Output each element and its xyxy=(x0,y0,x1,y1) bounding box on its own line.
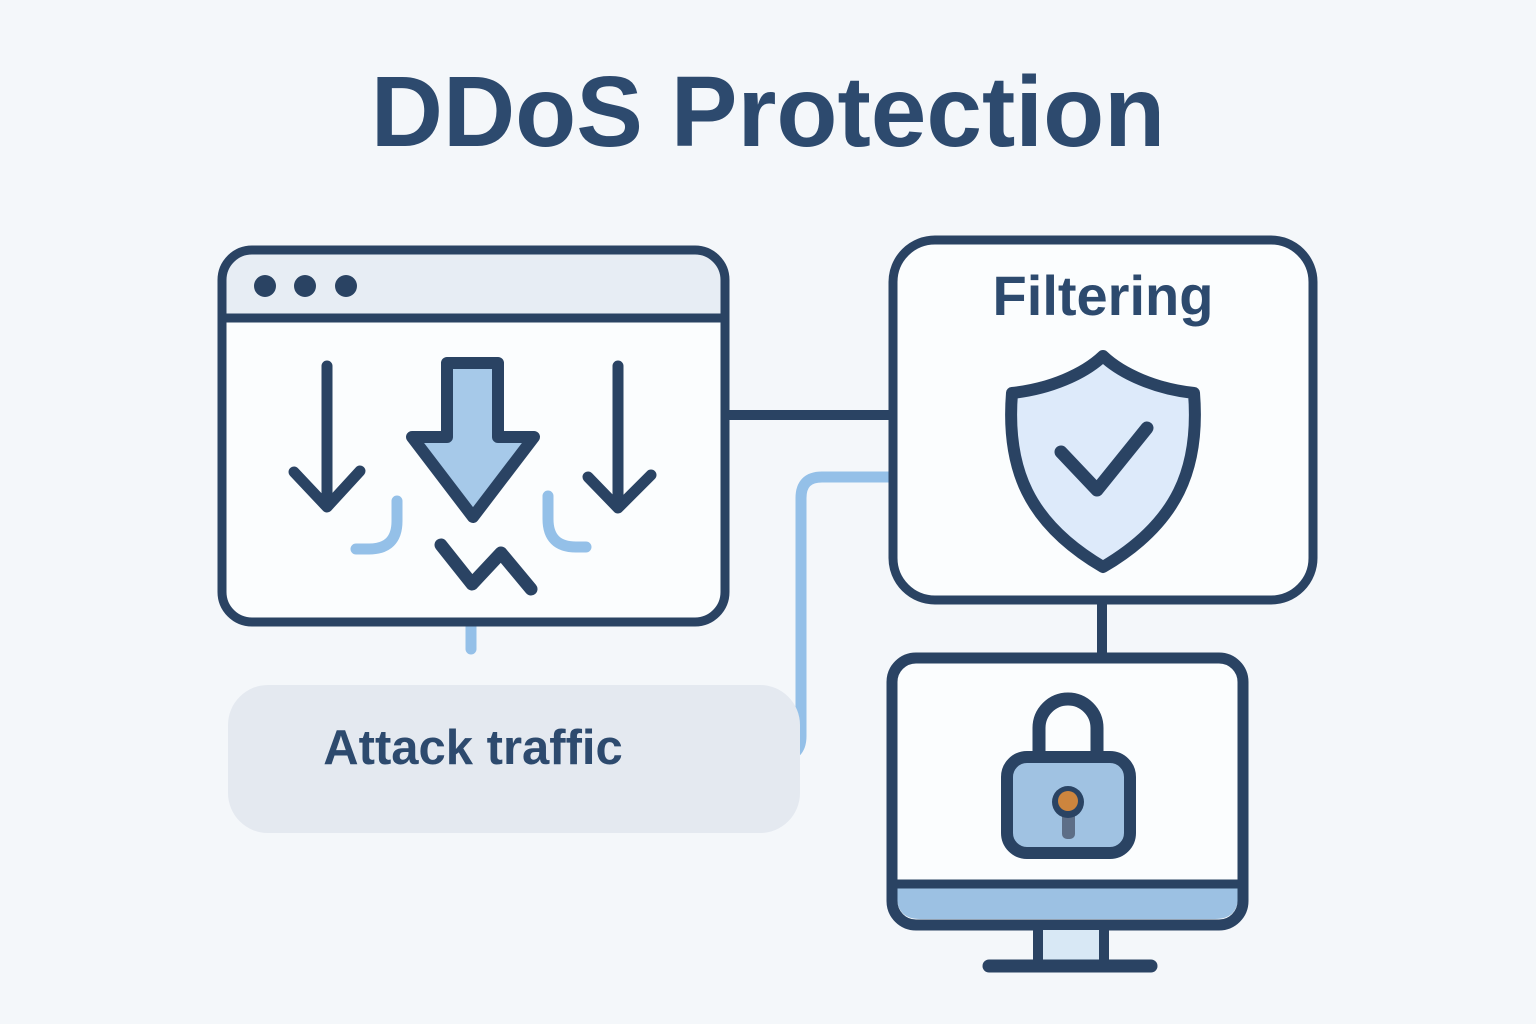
attack-traffic-pill xyxy=(228,685,800,833)
shield-shape xyxy=(1005,350,1201,573)
attack-traffic-label: Attack traffic xyxy=(323,721,623,775)
deflect-mark-left-icon xyxy=(350,495,403,555)
window-dot-icon xyxy=(335,275,357,297)
monitor-bottom-bar xyxy=(897,888,1238,919)
filtering-label: Filtering xyxy=(992,264,1214,327)
page-title: DDoS Protection xyxy=(370,56,1166,168)
filtering-box-border xyxy=(888,235,1318,605)
lock-shackle xyxy=(1032,692,1104,766)
attack-arrow-left-icon xyxy=(288,360,366,513)
keyhole-center xyxy=(1058,791,1078,811)
deflect-mark-right-icon xyxy=(542,490,592,553)
shield-check-icon xyxy=(1005,350,1201,573)
browser-titlebar xyxy=(222,250,725,318)
window-dot-icon xyxy=(294,275,316,297)
impact-zigzag-icon xyxy=(434,538,538,596)
window-dot-icon xyxy=(254,275,276,297)
browser-border xyxy=(217,245,730,627)
monitor-with-lock-icon xyxy=(886,652,1249,973)
attack-arrow-big-icon xyxy=(406,357,540,523)
browser-window-with-attack-arrows-icon xyxy=(217,245,730,627)
attack-arrow-right-icon xyxy=(582,360,657,514)
checkmark xyxy=(1054,421,1154,497)
filtering-box xyxy=(888,235,1318,605)
lock-icon xyxy=(1001,692,1136,859)
